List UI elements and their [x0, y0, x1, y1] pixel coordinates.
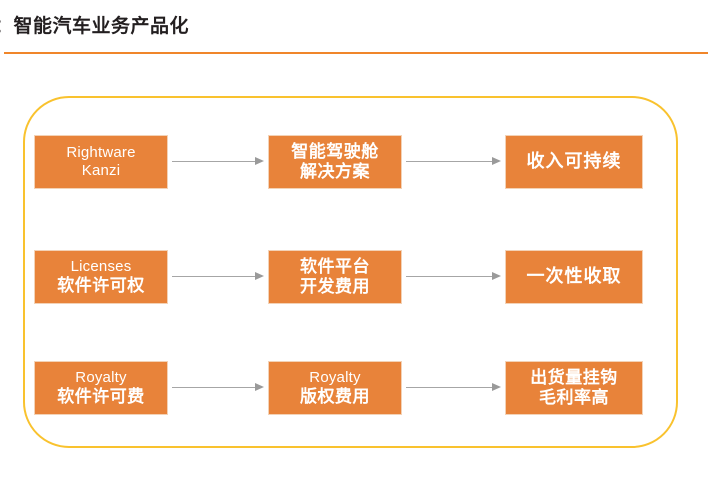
node-label-line: Royalty — [75, 369, 127, 387]
node-box[interactable]: 一次性收取 — [505, 250, 643, 304]
node-label-line: Royalty — [309, 369, 361, 387]
node-label-line: Rightware — [66, 144, 136, 162]
arrow-right-icon — [406, 157, 501, 167]
node-label-line: 软件许可权 — [57, 275, 145, 295]
arrow-shaft — [406, 387, 492, 388]
arrow-shaft — [172, 161, 255, 162]
arrow-right-icon — [172, 272, 264, 282]
arrow-head — [492, 383, 501, 391]
node-label-line: 一次性收取 — [526, 266, 622, 287]
slide-header: ：智能汽车业务产品化 — [0, 0, 712, 54]
node-label-line: Licenses — [70, 258, 132, 276]
node-label-line: 软件平台 — [300, 256, 370, 276]
arrow-shaft — [172, 387, 255, 388]
node-label-line: 出货量挂钩 — [530, 367, 618, 387]
page-title: ：智能汽车业务产品化 — [0, 16, 190, 37]
diagram-frame-border — [23, 96, 678, 448]
node-label-line: 开发费用 — [300, 277, 370, 296]
node-box[interactable]: 收入可持续 — [505, 135, 643, 189]
node-label-line: 解决方案 — [300, 162, 370, 181]
arrow-head — [492, 157, 501, 165]
node-label-line: 版权费用 — [300, 386, 370, 406]
arrow-right-icon — [172, 157, 264, 167]
node-label-line: 毛利率高 — [539, 388, 609, 407]
arrow-shaft — [172, 276, 255, 277]
arrow-right-icon — [406, 383, 501, 393]
node-box[interactable]: 软件平台开发费用 — [268, 250, 402, 304]
arrow-right-icon — [406, 272, 501, 282]
node-label-line: Kanzi — [81, 162, 121, 179]
header-divider — [4, 52, 708, 54]
arrow-shaft — [406, 161, 492, 162]
node-label-line: 软件许可费 — [57, 386, 145, 406]
node-box[interactable]: 出货量挂钩毛利率高 — [505, 361, 643, 415]
arrow-head — [255, 157, 264, 165]
arrow-head — [255, 272, 264, 280]
arrow-right-icon — [172, 383, 264, 393]
node-label-line: 收入可持续 — [526, 151, 622, 172]
node-label-line: 智能驾驶舱 — [291, 141, 379, 161]
node-box[interactable]: 智能驾驶舱解决方案 — [268, 135, 402, 189]
arrow-head — [492, 272, 501, 280]
arrow-shaft — [406, 276, 492, 277]
arrow-head — [255, 383, 264, 391]
